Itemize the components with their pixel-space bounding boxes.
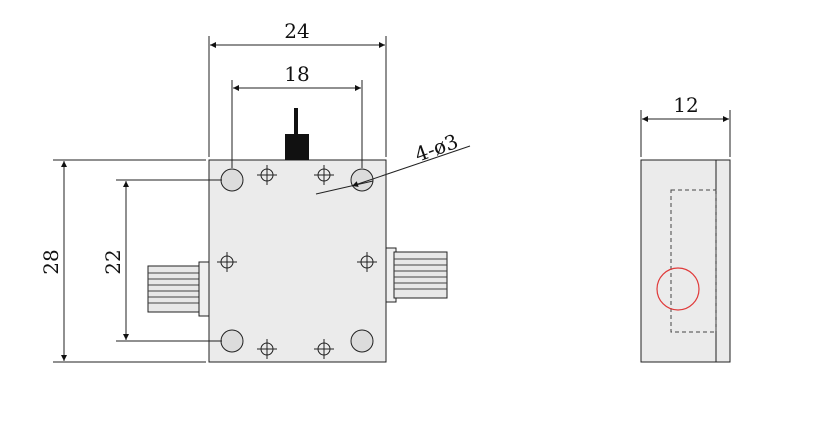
dimension-width-outer: 24 xyxy=(208,19,387,157)
mounting-hole xyxy=(350,329,374,353)
screw-mark xyxy=(357,252,377,272)
dimension-height-outer: 28 xyxy=(39,159,206,363)
dimension-width-holes: 18 xyxy=(231,62,363,168)
side-view: 12 xyxy=(640,93,731,363)
dimension-thickness: 12 xyxy=(640,93,731,157)
side-body xyxy=(640,159,731,363)
screw-mark xyxy=(257,165,277,185)
hidden-cavity xyxy=(670,189,717,333)
right-connector xyxy=(384,247,448,303)
screw-mark xyxy=(314,339,334,359)
mounting-hole xyxy=(220,168,244,192)
dimension-label-12: 12 xyxy=(673,93,698,117)
dimension-label-22: 22 xyxy=(101,249,125,274)
front-body xyxy=(208,159,387,363)
screw-mark xyxy=(217,252,237,272)
dimension-label-18: 18 xyxy=(284,62,309,86)
top-terminal xyxy=(285,108,309,160)
dimension-height-holes: 22 xyxy=(101,179,222,342)
hole-callout-label: 4-ø3 xyxy=(412,129,462,167)
dimension-label-28: 28 xyxy=(39,249,63,274)
screw-mark xyxy=(314,165,334,185)
connector-marker-circle xyxy=(656,267,700,311)
screw-mark xyxy=(257,339,277,359)
front-view: 24 18 28 22 4-ø3 xyxy=(39,19,471,363)
mounting-hole xyxy=(220,329,244,353)
dimension-label-24: 24 xyxy=(284,19,309,43)
left-connector xyxy=(147,261,211,317)
